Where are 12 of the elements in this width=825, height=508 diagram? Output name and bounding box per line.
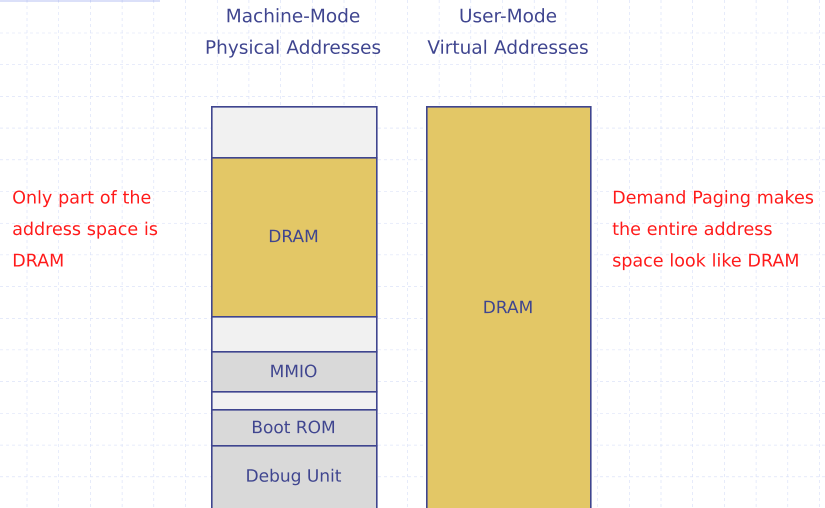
empty-region bbox=[211, 316, 378, 353]
column-heading: Machine-Mode Physical Addresses bbox=[206, 8, 380, 58]
memory-region: DRAM bbox=[426, 106, 592, 508]
memory-region: Boot ROM bbox=[211, 408, 378, 447]
memory-region: Debug Unit bbox=[211, 444, 378, 508]
memory-region: MMIO bbox=[211, 350, 378, 393]
note-text: Only part of the address space is DRAM bbox=[13, 190, 158, 266]
memory-region: DRAM bbox=[211, 156, 378, 318]
column-heading: User-Mode Virtual Addresses bbox=[428, 8, 588, 54]
empty-region bbox=[211, 390, 378, 411]
empty-region bbox=[211, 106, 378, 159]
note-text: Demand Paging makes the entire address space look like DRAM bbox=[612, 190, 814, 270]
